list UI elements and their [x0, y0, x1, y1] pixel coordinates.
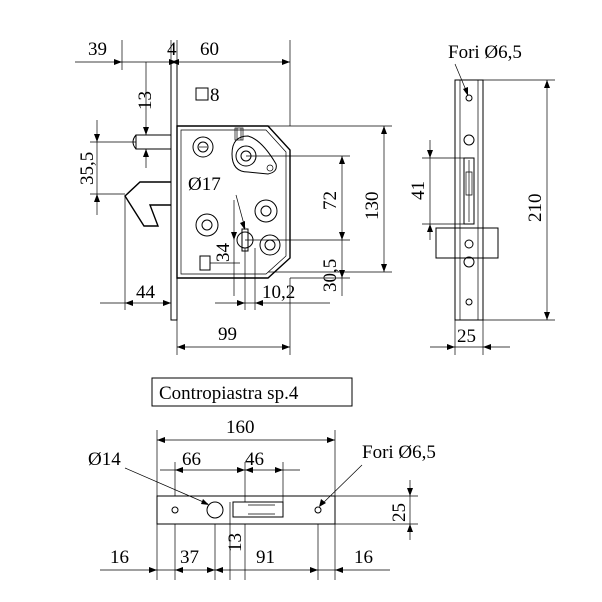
dim-diam-17: Ø17: [188, 174, 221, 195]
latch: [124, 181, 171, 227]
dim-25-side: 25: [457, 326, 476, 347]
dim-30-5: 30,5: [320, 259, 341, 292]
side-hole-bottom: [465, 298, 473, 306]
dim-46: 46: [245, 449, 264, 470]
square-symbol: [195, 87, 209, 101]
cam-plate: [231, 135, 277, 175]
dim-diam-14: Ø14: [88, 449, 121, 470]
strike-latch-slot: [232, 501, 284, 518]
dim-25-strike: 25: [389, 503, 410, 522]
dim-99: 99: [218, 324, 237, 345]
dim-4: 4: [167, 39, 177, 60]
strike-hole-big: [206, 501, 224, 519]
dim-16-left: 16: [110, 547, 129, 568]
faceplate: [170, 61, 178, 321]
side-hole-top: [465, 94, 473, 102]
screw-top-left: [192, 136, 214, 158]
dim-10-2: 10,2: [262, 282, 295, 303]
dim-16-right: 16: [354, 547, 373, 568]
dim-160: 160: [226, 417, 255, 438]
side-faceplate: [454, 79, 484, 321]
strike-hole-left: [171, 506, 179, 514]
dim-35-5: 35,5: [77, 152, 98, 185]
dim-130: 130: [362, 192, 383, 221]
dim-44: 44: [136, 282, 156, 303]
dim-41: 41: [408, 181, 429, 200]
screw-middle-left: [195, 213, 219, 237]
bolt: [132, 134, 172, 150]
strike-plate: [156, 495, 336, 525]
lock-front-view: 39 4 60 13 8 35,5 Ø17 72: [75, 39, 392, 355]
dim-39: 39: [88, 39, 107, 60]
dim-66: 66: [182, 449, 201, 470]
screw-middle-right: [254, 199, 278, 223]
screw-bottom-right: [259, 234, 281, 256]
strike-title: Contropiastra sp.4: [159, 383, 299, 404]
dim-72: 72: [320, 191, 341, 210]
dim-13-strike: 13: [225, 533, 246, 552]
lock-side-view: Fori Ø6,5 41 210 25: [408, 42, 555, 355]
dim-34: 34: [213, 243, 234, 263]
dim-37: 37: [180, 547, 199, 568]
strike-hole-right: [314, 506, 322, 514]
strike-title-box: [151, 377, 353, 407]
dim-13-front: 13: [135, 91, 156, 110]
dim-210: 210: [525, 194, 546, 223]
strike-plate-view: Contropiastra sp.4 160 66 46 Ø14 Fori Ø6: [88, 377, 436, 580]
strike-holes-label: Fori Ø6,5: [362, 442, 436, 463]
dim-91: 91: [256, 547, 275, 568]
side-holes-label: Fori Ø6,5: [448, 42, 522, 63]
dim-square-8: 8: [210, 85, 220, 106]
dim-60: 60: [200, 39, 219, 60]
